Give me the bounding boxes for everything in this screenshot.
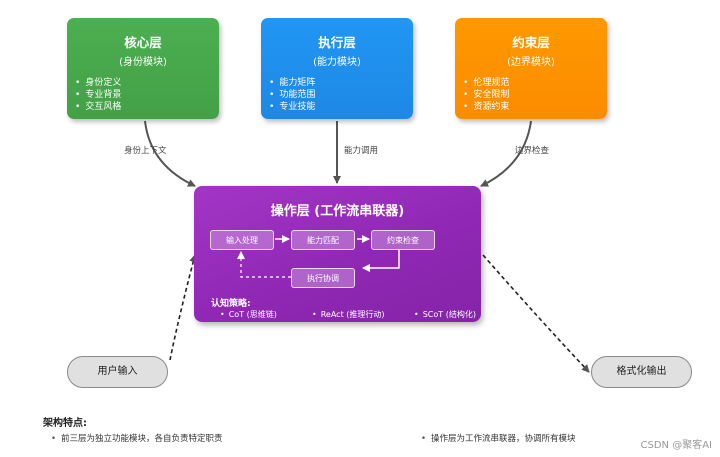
core-item: 交互风格 [75, 101, 219, 113]
constraint-layer-title: 约束层 [512, 35, 550, 50]
edge-label-core: 身份上下文 [124, 146, 167, 156]
arrow-input-to-op [169, 254, 198, 361]
feature-item: 操作层为工作流串联器，协调所有模块 [421, 432, 576, 444]
step-execution-coordination: 执行协调 [291, 268, 355, 288]
exec-layer-box: 执行层 (能力模块) 能力矩阵 功能范围 专业技能 [261, 18, 413, 119]
edge-label-exec: 能力调用 [344, 146, 379, 156]
edge-label-constraint: 边界检查 [515, 146, 550, 156]
exec-item: 专业技能 [269, 101, 413, 113]
strategy-item: CoT (思维链) [220, 309, 277, 320]
constraint-layer-box: 约束层 (边界模块) 伦理规范 安全限制 资源约束 [455, 18, 607, 119]
core-layer-subtitle: (身份模块) [119, 57, 167, 68]
core-item: 专业背景 [75, 89, 219, 101]
features-title: 架构特点: [43, 418, 87, 429]
arrow-cons-to-op [480, 120, 532, 187]
arrow-core-to-op [144, 120, 196, 187]
formatted-output-node: 格式化输出 [591, 356, 692, 388]
core-layer-box: 核心层 (身份模块) 身份定义 专业背景 交互风格 [67, 18, 219, 119]
exec-layer-subtitle: (能力模块) [313, 57, 361, 68]
step-capability-matching: 能力匹配 [291, 230, 355, 250]
workflow-arrows [237, 235, 400, 278]
operation-layer-title: 操作层 (工作流串联器) [270, 204, 405, 219]
step-input-processing: 输入处理 [210, 230, 274, 250]
strategy-title: 认知策略: [211, 299, 251, 309]
exec-item: 功能范围 [269, 89, 413, 101]
exec-layer-title: 执行层 [318, 35, 356, 50]
step-constraint-check: 约束检查 [371, 230, 435, 250]
constraint-item: 安全限制 [463, 89, 607, 101]
core-item: 身份定义 [75, 77, 219, 89]
constraint-layer-subtitle: (边界模块) [507, 57, 555, 68]
exec-item: 能力矩阵 [269, 77, 413, 89]
arrow-op-to-output [482, 254, 590, 373]
watermark: CSDN @聚客AI [640, 440, 712, 451]
feature-item: 前三层为独立功能模块，各自负责特定职责 [51, 432, 223, 444]
constraint-item: 伦理规范 [463, 77, 607, 89]
strategy-item: ReAct (推理行动) [312, 309, 385, 320]
core-layer-title: 核心层 [124, 35, 162, 50]
constraint-item: 资源约束 [463, 101, 607, 113]
operation-layer-box: 操作层 (工作流串联器) 输入处理 能力匹配 约束检查 执行协调 认知策略: C… [194, 186, 481, 322]
strategy-item: SCoT (结构化) [414, 309, 476, 320]
user-input-node: 用户输入 [67, 356, 168, 388]
